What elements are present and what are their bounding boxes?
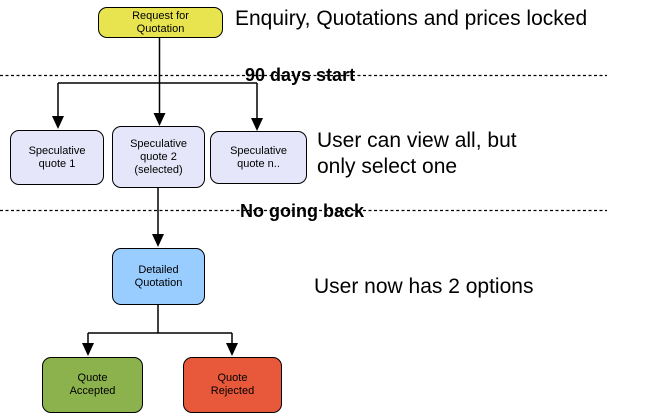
node-label-accepted: Quote Accepted [69,372,116,397]
arrowhead-to-accepted [82,343,94,356]
node-label-spec1: Speculative quote 1 [28,144,86,170]
divider-label-90-days-start: 90 days start [245,65,356,85]
node-request-for-quotation: Request for Quotation [98,7,223,38]
node-speculative-quote-1: Speculative quote 1 [10,130,104,185]
node-quote-accepted: Quote Accepted [42,357,143,413]
connector-detailed-branch [87,305,233,345]
node-speculative-quote-2-selected: Speculative quote 2 (selected) [112,126,205,188]
arrowhead-to-spec1 [52,116,64,129]
node-detailed-quotation: Detailed Quotation [112,248,205,305]
node-label-spec3: Speculative quote n.. [230,144,287,170]
annotation-enquiry-prices-locked: Enquiry, Quotations and prices locked [235,7,588,30]
connector-request-branch [57,38,258,119]
node-speculative-quote-n: Speculative quote n.. [210,131,307,184]
node-label-spec2: Speculative quote 2 (selected) [130,137,187,176]
arrowhead-to-spec2 [153,113,166,126]
arrowhead-to-rejected [226,343,238,356]
divider-label-no-going-back: No going back [240,201,365,221]
node-label-request: Request for Quotation [132,9,189,35]
annotation-user-two-options: User now has 2 options [314,275,534,298]
node-label-rejected: Quote Rejected [210,372,255,397]
node-label-detailed: Detailed Quotation [134,263,183,289]
arrowhead-to-spec3 [251,118,263,131]
annotation-user-can-view-all: User can view all, but only select one [317,129,517,178]
arrowhead-to-detailed [152,234,164,247]
node-quote-rejected: Quote Rejected [183,357,282,413]
